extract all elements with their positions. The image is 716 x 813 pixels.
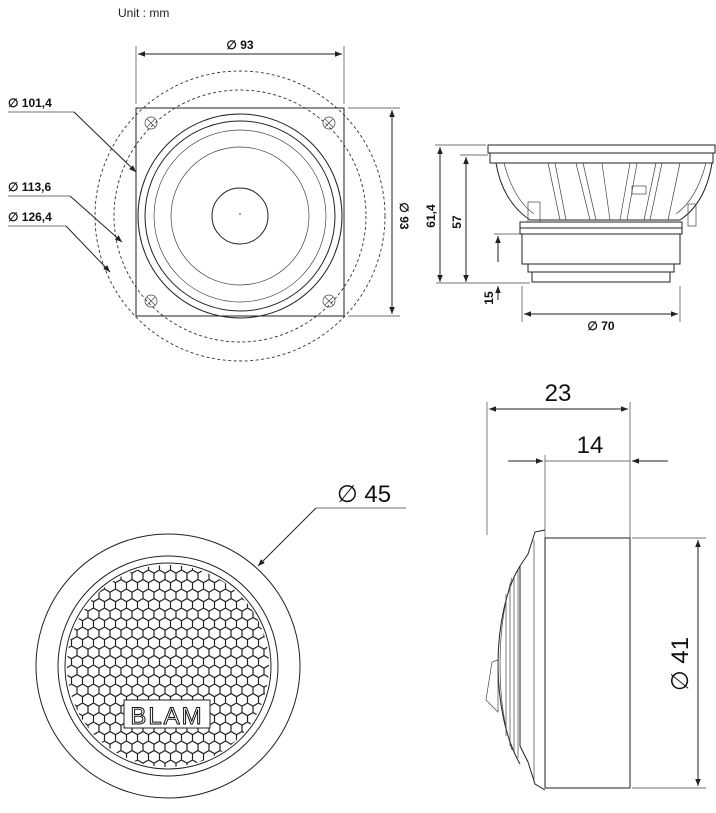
- woofer-side-view: 61,4 57 15 ∅ 70: [424, 144, 716, 333]
- tweeter-outer-ring: [35, 533, 301, 799]
- mounting-hole-icon: [144, 116, 336, 308]
- tweeter-total-depth-label: 23: [545, 380, 572, 407]
- side-depth-label: 57: [450, 215, 464, 229]
- tweeter-front-diameter-label: ∅ 45: [337, 481, 391, 508]
- tweeter-front-view: BLAM ∅ 45: [35, 481, 406, 799]
- grille: [67, 565, 269, 767]
- magnet: [521, 233, 681, 265]
- woofer-height-label: ∅ 93: [397, 202, 411, 229]
- woofer-width-label: ∅ 93: [226, 38, 253, 52]
- diameter-126-label: ∅ 126,4: [8, 210, 52, 224]
- tweeter-side-diameter-label: ∅ 41: [667, 637, 694, 691]
- inner-dashed-circle: [113, 89, 367, 343]
- dust-cap: [211, 187, 269, 245]
- side-total-depth-label: 61,4: [424, 204, 438, 228]
- tweeter-body-depth-label: 14: [577, 432, 604, 459]
- magnet-diameter-label: ∅ 70: [587, 319, 614, 333]
- mounting-frame: [135, 107, 345, 317]
- diameter-101-label: ∅ 101,4: [8, 96, 52, 110]
- tweeter-side-view: 23 14 ∅ 41: [485, 380, 706, 791]
- diameter-113-label: ∅ 113,6: [8, 180, 51, 194]
- brand-logo: BLAM: [130, 703, 203, 730]
- woofer-front-view: ∅ 93 ∅ 93 ∅ 101,4 ∅ 113,6 ∅ 126,4: [8, 38, 411, 362]
- unit-label: Unit : mm: [118, 6, 170, 20]
- outer-dashed-circle: [94, 70, 386, 362]
- magnet-height-label: 15: [482, 291, 496, 305]
